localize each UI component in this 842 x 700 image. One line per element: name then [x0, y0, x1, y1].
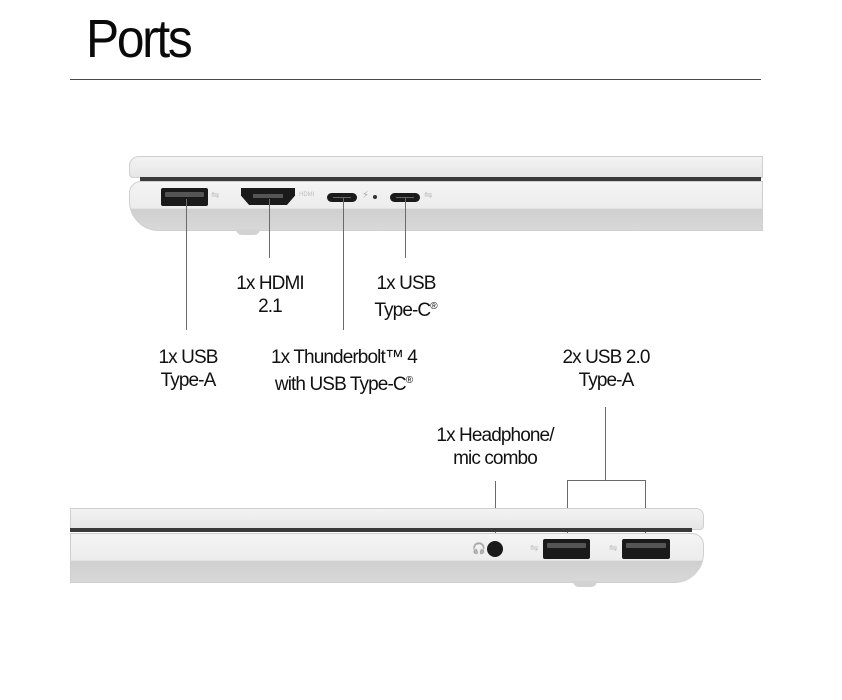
usb-c-glyph-icon: ⇋: [424, 190, 433, 201]
laptop-hinge-gap: [140, 177, 761, 181]
label-thunderbolt: 1x Thunderbolt™ 4 with USB Type-C®: [271, 347, 418, 395]
label-hdmi: 1x HDMI 2.1: [236, 273, 305, 317]
laptop-lid: [129, 156, 763, 178]
title-divider: [70, 79, 761, 80]
label-headphone: 1x Headphone/ mic combo: [436, 425, 554, 469]
leader-line-usb2-stem: [605, 407, 606, 480]
usb-glyph-icon: ⇋: [211, 190, 220, 201]
laptop-foot: [573, 581, 597, 587]
thunderbolt-usb-c-port-icon: [327, 193, 357, 202]
hdmi-glyph-icon: HDMI: [299, 192, 315, 198]
usb-glyph-icon: ⇋: [530, 543, 539, 554]
usb-glyph-icon: ⇋: [609, 543, 618, 554]
leader-line-usb2-bracket: [567, 480, 646, 481]
laptop-lid: [70, 508, 704, 530]
label-usb-c: 1x USB Type-C®: [374, 273, 438, 321]
label-usb-a: 1x USB Type-A: [158, 347, 218, 391]
leader-line-usb-a: [186, 199, 187, 330]
headphone-jack-icon: [487, 541, 503, 557]
usb-a-port-icon: [161, 188, 208, 206]
laptop-hinge-gap: [70, 528, 692, 532]
usb-c-port-icon: [390, 193, 420, 202]
laptop-base: [129, 181, 763, 231]
laptop-base: [70, 533, 704, 583]
hdmi-port-icon: [241, 188, 295, 205]
thunderbolt-glyph-icon: ⚡: [362, 190, 370, 201]
usb-a-port-icon: [543, 539, 590, 559]
leader-line-thunderbolt: [343, 198, 344, 330]
page-title: Ports: [86, 9, 193, 69]
headphone-glyph-icon: 🎧: [472, 543, 486, 555]
label-usb2: 2x USB 2.0 Type-A: [562, 347, 650, 391]
status-led-icon: [373, 195, 377, 199]
leader-line-hdmi: [269, 199, 270, 258]
usb-a-port-icon: [622, 539, 670, 559]
laptop-foot: [236, 229, 260, 235]
leader-line-usb-c: [405, 198, 406, 258]
